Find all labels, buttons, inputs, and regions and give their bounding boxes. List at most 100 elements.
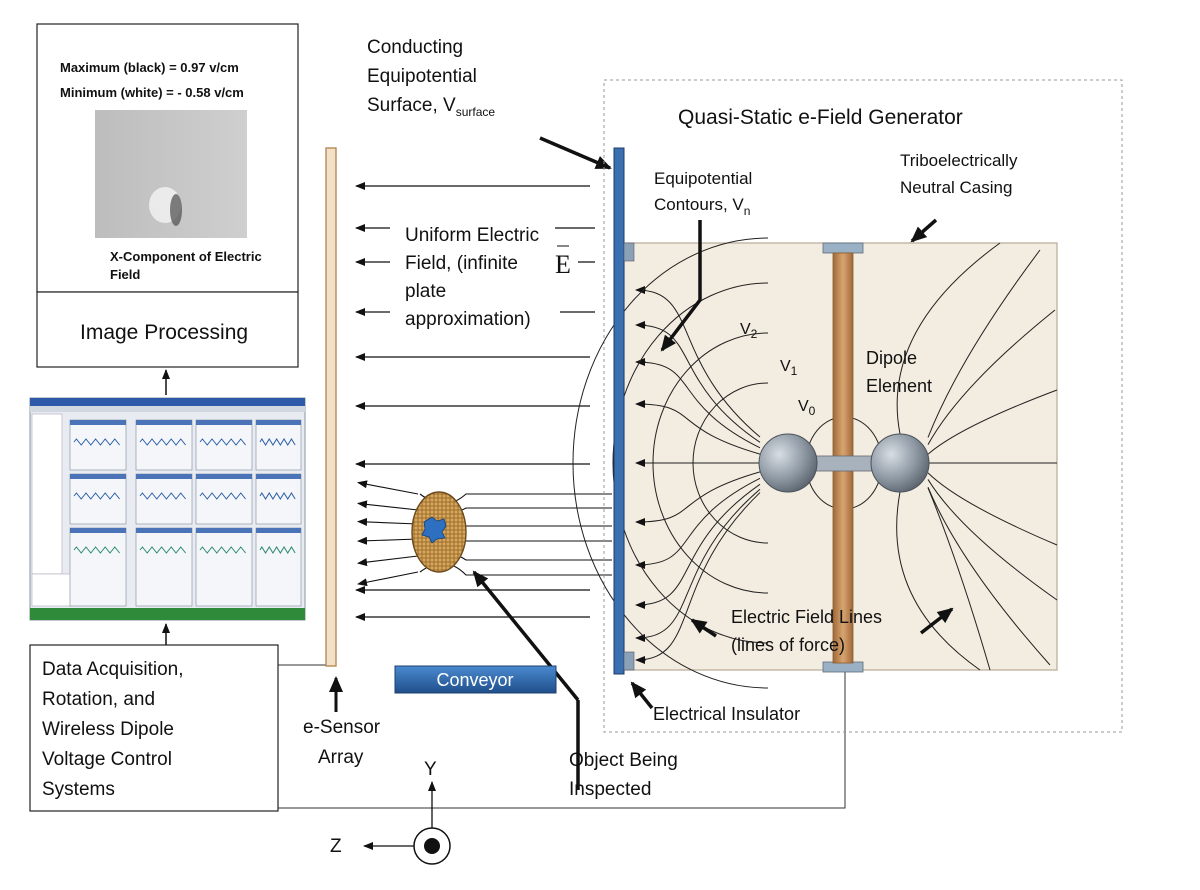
field-line-right: [927, 472, 1058, 546]
object-label-line1: Object Being: [569, 750, 678, 771]
uniform-field-line3: plate: [405, 281, 446, 302]
distorted-field-arrow: [357, 555, 419, 567]
contour-v0-sub: 0: [809, 404, 816, 418]
dipole-label-line1: Dipole: [866, 348, 917, 368]
e-sensor-array: [325, 147, 337, 667]
casing-line1: Triboelectrically: [900, 151, 1018, 170]
graph-window-trace: [139, 438, 186, 446]
insulator-bottom: [623, 651, 635, 671]
equipotential-line2-text: Contours, V: [654, 195, 744, 214]
graph-window-trace: [139, 492, 186, 500]
data-acq-line5: Systems: [42, 779, 115, 800]
coordinate-axes: Y Z: [330, 759, 451, 865]
equipotential-contour: [652, 332, 769, 594]
distorted-field-arrow: [357, 517, 419, 526]
sensor-label-line1: e-Sensor: [303, 717, 381, 738]
insulator-label: Electrical Insulator: [653, 704, 800, 724]
uniform-field-line1: Uniform Electric: [405, 225, 539, 246]
data-acq-line1: Data Acquisition,: [42, 659, 184, 680]
graph-window-trace: [199, 546, 246, 554]
conveyor: Conveyor: [394, 665, 557, 694]
field-line-right: [927, 487, 1051, 666]
contour-v1-text: V: [780, 358, 791, 375]
field-line-left: [635, 289, 761, 438]
y-axis-label: Y: [424, 759, 437, 780]
conducting-line1: Conducting: [367, 37, 463, 58]
max-label: Maximum (black) = 0.97 v/cm: [60, 60, 239, 75]
graph-window-titlebar: [136, 528, 192, 533]
field-lines-pointer-right: [919, 607, 954, 635]
data-acq-line3: Wireless Dipole: [42, 719, 174, 740]
software-screenshot: [29, 397, 306, 621]
graph-window-titlebar: [70, 420, 126, 425]
graph-window-trace: [199, 492, 246, 500]
field-line-left: [635, 403, 761, 455]
conducting-line2: Equipotential: [367, 66, 477, 87]
graph-window: [195, 419, 253, 471]
graph-window: [69, 419, 127, 471]
conducting-pointer-arrow: [539, 136, 612, 170]
object-pointer-arrow: [472, 570, 580, 702]
dipole-sphere-left: [758, 433, 818, 493]
data-acq-line4: Voltage Control: [42, 749, 172, 770]
electric-field-lines: [635, 242, 1058, 671]
contour-v1-sub: 1: [791, 364, 798, 378]
field-line-left: [635, 361, 761, 449]
uniform-field-arrows: [355, 182, 612, 621]
graph-window-titlebar: [256, 474, 301, 479]
graph-window: [255, 473, 302, 525]
graph-window-trace: [259, 546, 296, 554]
graph-window-trace: [73, 438, 120, 446]
field-lines-label-line1: Electric Field Lines: [731, 607, 882, 627]
rod-cap-bottom: [822, 661, 864, 673]
graph-window-trace: [73, 546, 120, 554]
graph-window-trace: [139, 546, 186, 554]
graph-window-titlebar: [70, 528, 126, 533]
image-processing-box: Image Processing: [36, 291, 299, 368]
conducting-sub: surface: [456, 105, 496, 119]
conducting-plate: [613, 147, 625, 675]
field-line-right: [896, 242, 1001, 435]
distorted-field-arrow: [357, 500, 419, 511]
graph-window-trace: [259, 438, 296, 446]
graph-window-titlebar: [256, 528, 301, 533]
rod-cap-top: [822, 242, 864, 254]
graph-window-titlebar: [70, 474, 126, 479]
caption-line2: Field: [110, 267, 140, 282]
field-line-left: [635, 324, 761, 443]
object-label-line2: Inspected: [569, 779, 651, 800]
field-line-right: [927, 479, 1058, 601]
graph-window: [135, 419, 193, 471]
field-image-black-blob: [170, 194, 182, 226]
dipole-sphere-right: [870, 433, 930, 493]
equipotential-contour: [692, 382, 769, 544]
graph-window-titlebar: [136, 474, 192, 479]
field-line-left: [635, 488, 761, 639]
graph-window: [255, 527, 302, 607]
object-being-inspected: [411, 491, 467, 573]
conducting-line3-text: Surface, V: [367, 95, 456, 116]
defect-inclusion: [421, 516, 447, 544]
conveyor-label: Conveyor: [436, 670, 513, 690]
contour-v2-sub: 2: [751, 327, 758, 341]
generator-title: Quasi-Static e-Field Generator: [678, 106, 963, 129]
insulator-top: [623, 242, 635, 262]
casing-pointer-arrow: [910, 218, 938, 243]
uniform-field-line4: approximation): [405, 309, 531, 330]
sensor-label-line2: Array: [318, 747, 364, 768]
graph-window-trace: [73, 492, 120, 500]
result-panel: Maximum (black) = 0.97 v/cm Minimum (whi…: [36, 23, 299, 293]
insulator-pointer-arrow: [630, 681, 654, 710]
graph-window: [195, 473, 253, 525]
contour-v0-label: V0: [798, 398, 816, 418]
field-line-right: [896, 491, 981, 671]
distorted-field-arrow: [357, 571, 419, 587]
dipole-label-line2: Element: [866, 376, 932, 396]
casing-line2: Neutral Casing: [900, 178, 1012, 197]
data-acq-line2: Rotation, and: [42, 689, 155, 710]
graph-window-titlebar: [196, 474, 252, 479]
uniform-field-line2: Field, (infinite: [405, 253, 518, 274]
field-line-left: [635, 483, 761, 606]
contour-v2-text: V: [740, 321, 751, 338]
